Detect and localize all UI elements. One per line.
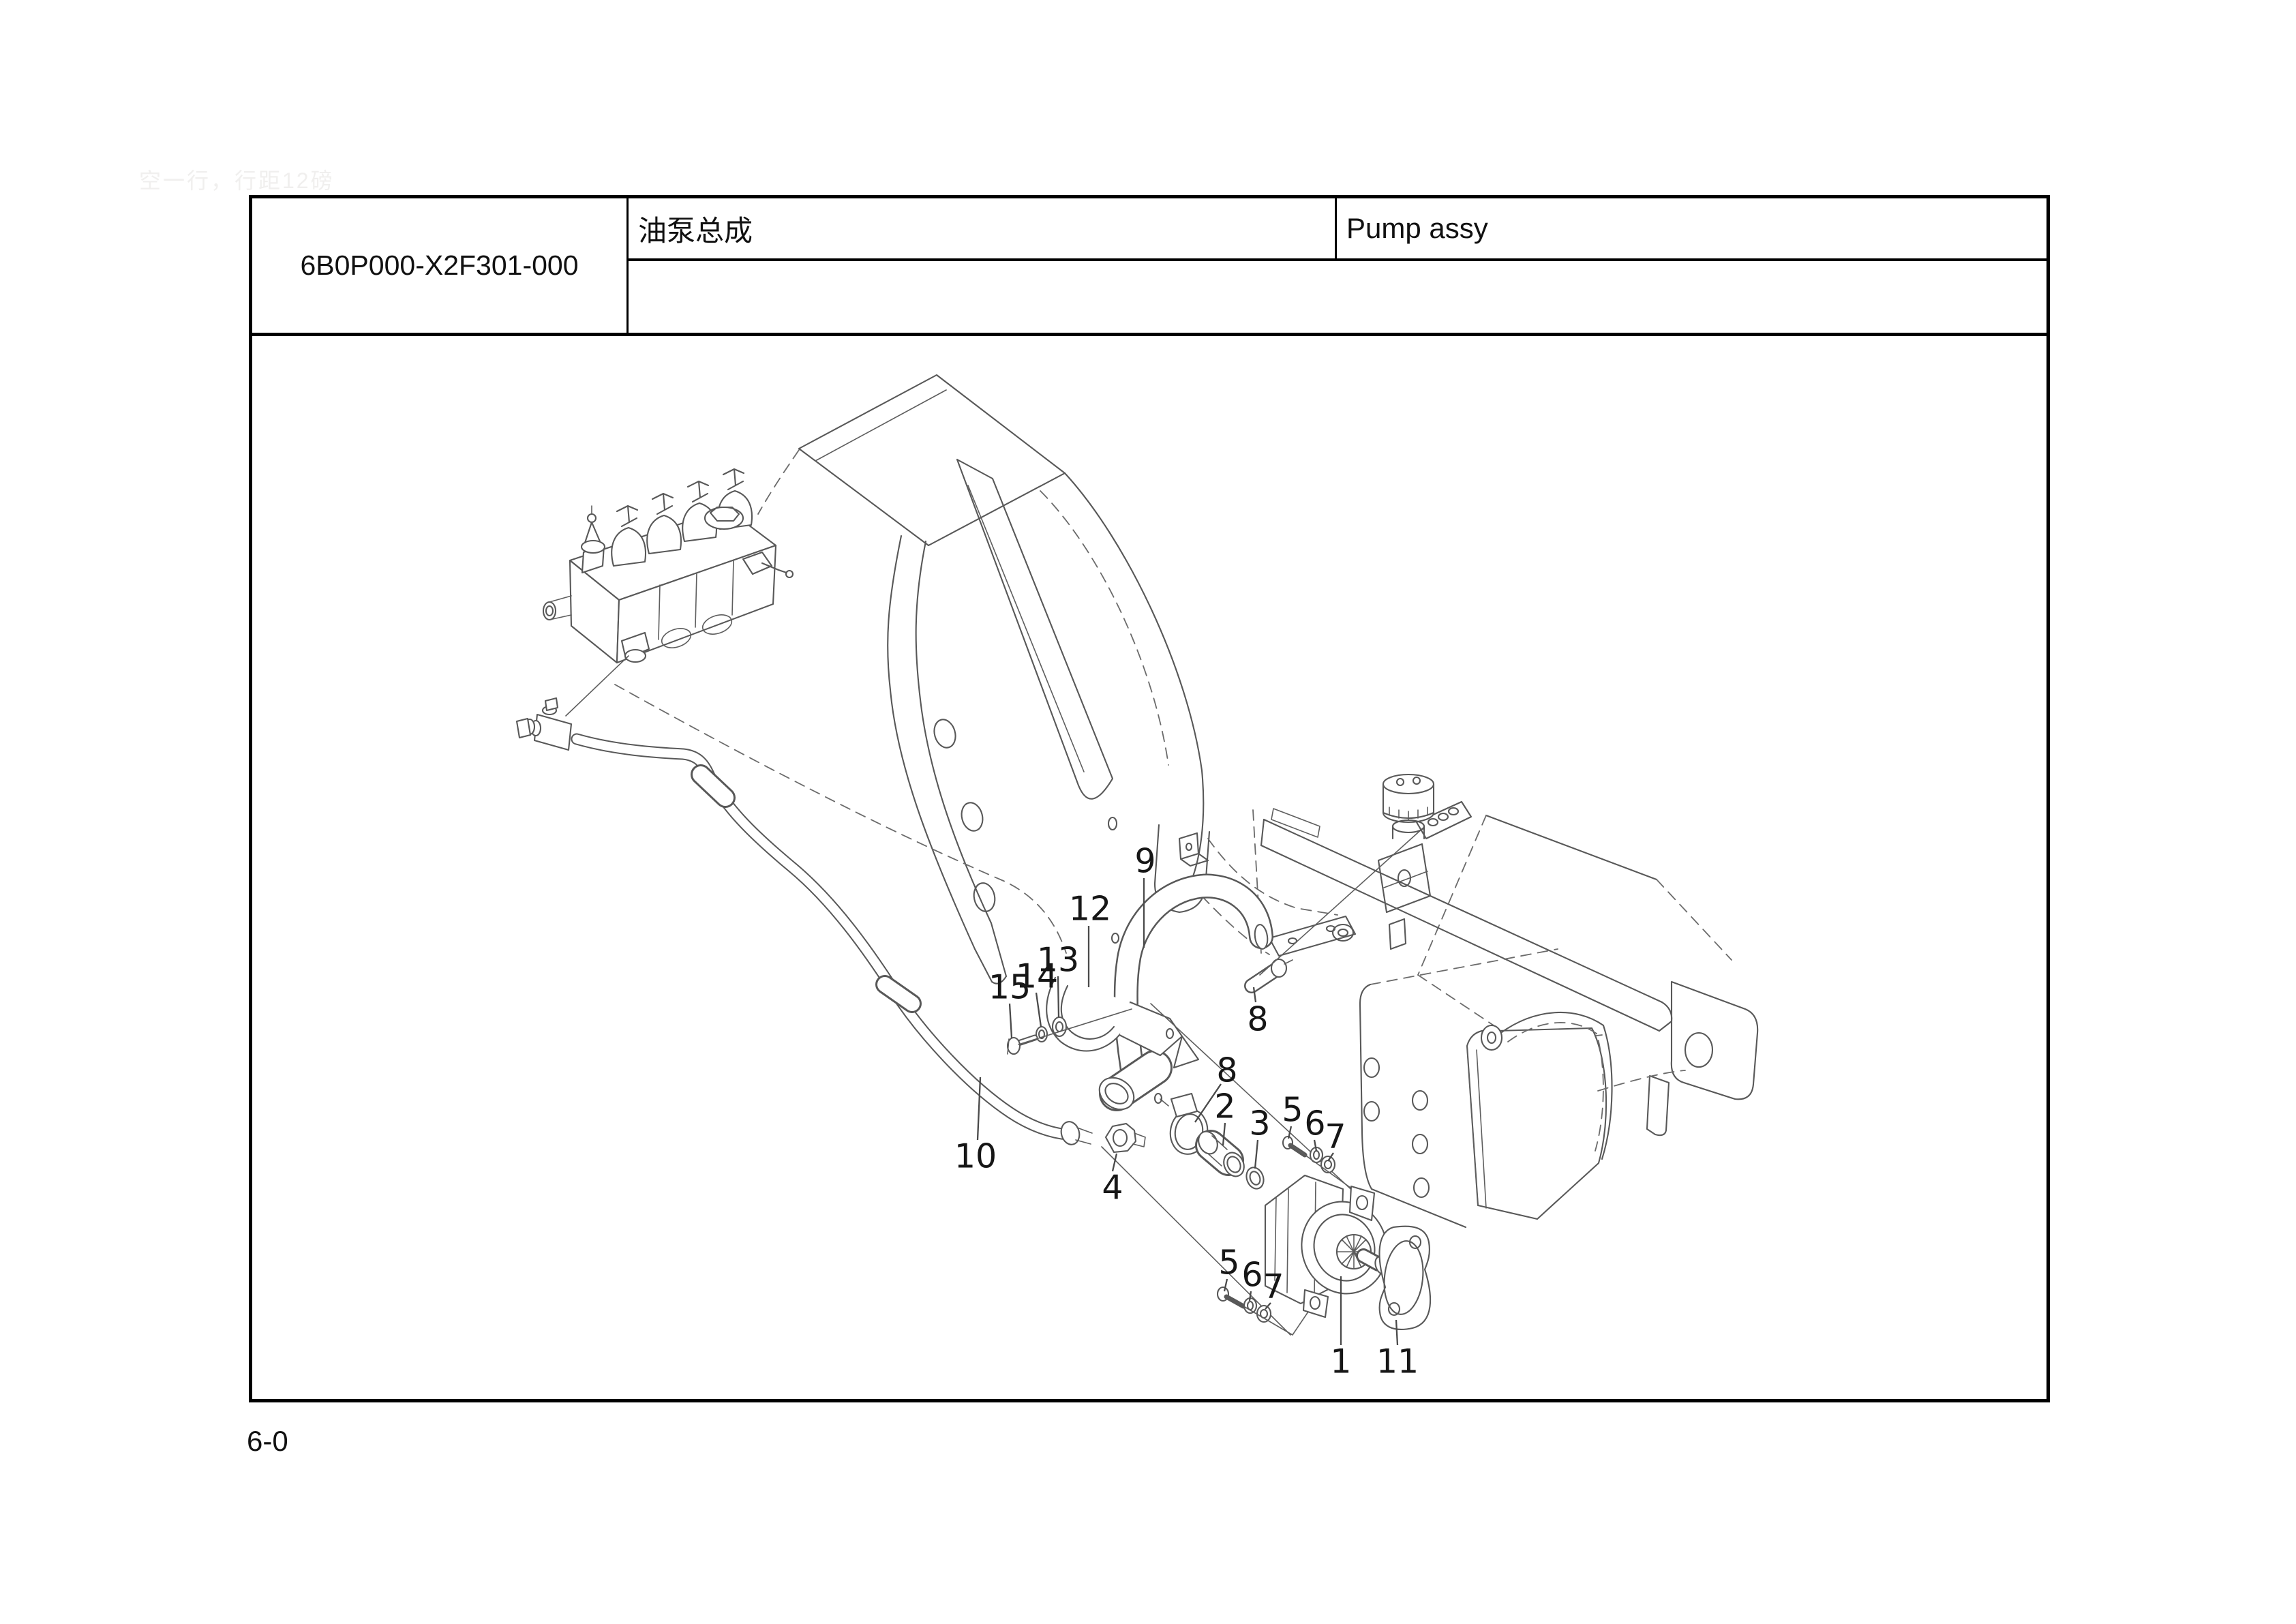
page-number: 6-0 — [247, 1425, 288, 1457]
callout-14: 14 — [1015, 957, 1059, 996]
callout-11: 11 — [1376, 1342, 1419, 1381]
callout-3: 3 — [1249, 1104, 1271, 1143]
callout-10: 10 — [954, 1137, 997, 1176]
callout-5: 5 — [1218, 1243, 1240, 1282]
assembly-title-en-cell: Pump assy — [1335, 198, 2046, 261]
callout-7: 7 — [1263, 1267, 1284, 1306]
callout-6: 6 — [1304, 1104, 1326, 1143]
callout-4: 4 — [1102, 1168, 1123, 1207]
callout-8: 8 — [1216, 1051, 1238, 1090]
callout-2: 2 — [1214, 1087, 1236, 1126]
callout-5: 5 — [1282, 1090, 1303, 1130]
watermark-note: 空一行，行距12磅 — [139, 168, 335, 193]
assembly-title-cn-cell: 油泵总成 — [629, 198, 1335, 261]
assembly-title-en: Pump assy — [1346, 212, 1488, 244]
callout-7: 7 — [1325, 1117, 1346, 1156]
callout-15: 15 — [988, 967, 1031, 1007]
title-block-empty-row — [629, 261, 2046, 333]
title-block: 6B0P000-X2F301-000 油泵总成 Pump assy — [249, 195, 2050, 336]
callout-8: 8 — [1247, 999, 1269, 1039]
callout-6: 6 — [1241, 1255, 1263, 1295]
callout-1: 1 — [1330, 1342, 1352, 1381]
callout-13: 13 — [1036, 940, 1080, 980]
callout-12: 12 — [1068, 889, 1112, 929]
part-number: 6B0P000-X2F301-000 — [300, 250, 579, 281]
part-number-cell: 6B0P000-X2F301-000 — [252, 198, 629, 333]
callout-9: 9 — [1134, 841, 1156, 881]
assembly-title-cn: 油泵总成 — [638, 214, 753, 247]
